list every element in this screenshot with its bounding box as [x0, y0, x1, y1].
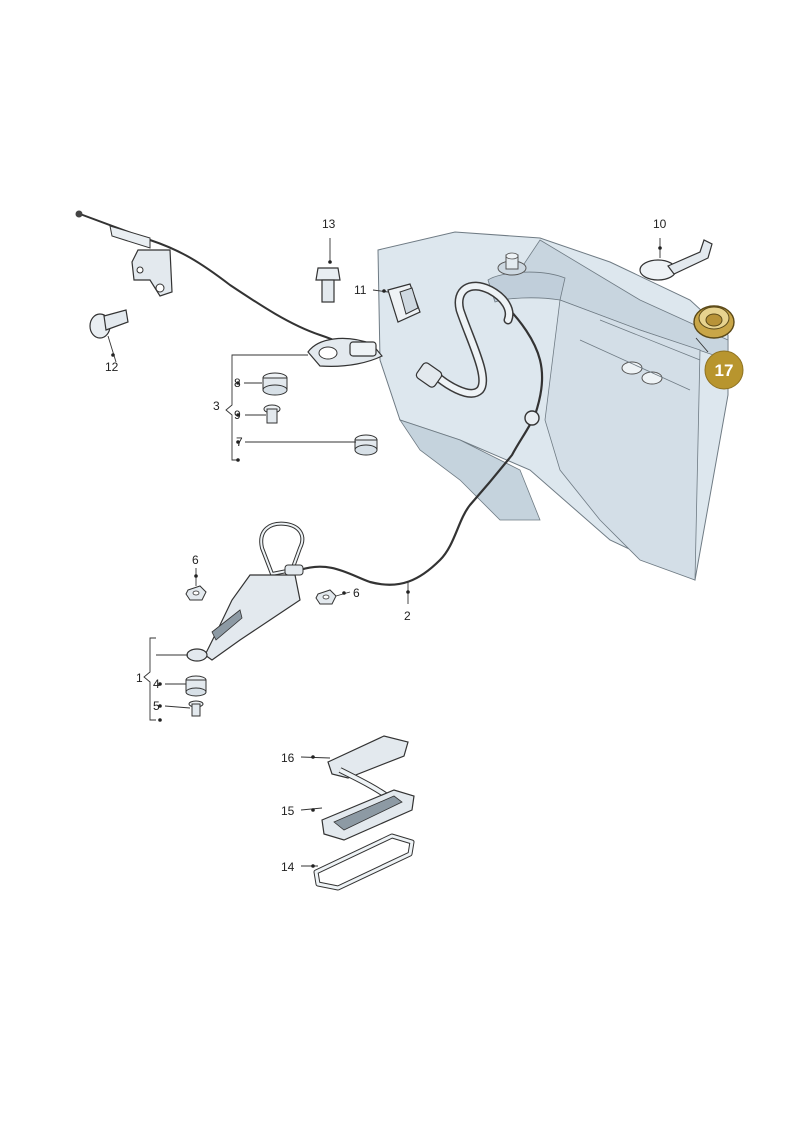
highlight-label: 17: [715, 361, 734, 380]
callout-12: 12: [105, 360, 119, 374]
nut-part-6-upper: [185, 585, 207, 601]
callout-16: 16: [281, 751, 295, 765]
grommet-part-7: [354, 434, 378, 456]
pin-part-5: [188, 700, 204, 717]
callout-14: 14: [281, 860, 295, 874]
callout-15: 15: [281, 804, 295, 818]
cable-sheath: [415, 281, 514, 398]
callout-3: 3: [213, 399, 220, 413]
grommet-part-4: [185, 675, 207, 697]
body-panel: [377, 231, 729, 581]
bolt-part-13: [315, 267, 341, 303]
leader-dots: [111, 246, 662, 868]
clip-part-11: [387, 283, 421, 323]
callout-10: 10: [653, 217, 667, 231]
gasket-part-14: [313, 833, 415, 891]
callout-4: 4: [153, 677, 160, 691]
callout-9: 9: [234, 408, 241, 422]
leader-lines: [107, 238, 709, 867]
bracket-part-10: [639, 239, 713, 281]
callout-7: 7: [236, 435, 243, 449]
highlight-callout-17: 17: [704, 350, 744, 390]
highlight-badge: [704, 350, 744, 390]
plug-part-17: [693, 305, 735, 339]
nut-part-6-right: [315, 589, 337, 605]
release-cable: [298, 303, 544, 586]
latch-assembly-part-3: [307, 337, 383, 367]
callout-6-right: 6: [353, 586, 360, 600]
callout-labels: 1 2 3 4 5 6 6 7 8 9 10 11 12 13 14 15 16: [105, 217, 667, 874]
pin-part-9: [263, 404, 281, 424]
callout-6-upper: 6: [192, 553, 199, 567]
grommet-part-8: [262, 372, 288, 396]
callout-11: 11: [354, 283, 367, 297]
callout-1: 1: [136, 671, 143, 685]
callout-2: 2: [404, 609, 411, 623]
screw-part-12: [89, 309, 129, 339]
callout-5: 5: [153, 699, 160, 713]
frame-part-15: [321, 789, 415, 841]
callout-8: 8: [234, 376, 241, 390]
callout-13: 13: [322, 217, 336, 231]
lever-assembly-part-1: [186, 521, 305, 662]
